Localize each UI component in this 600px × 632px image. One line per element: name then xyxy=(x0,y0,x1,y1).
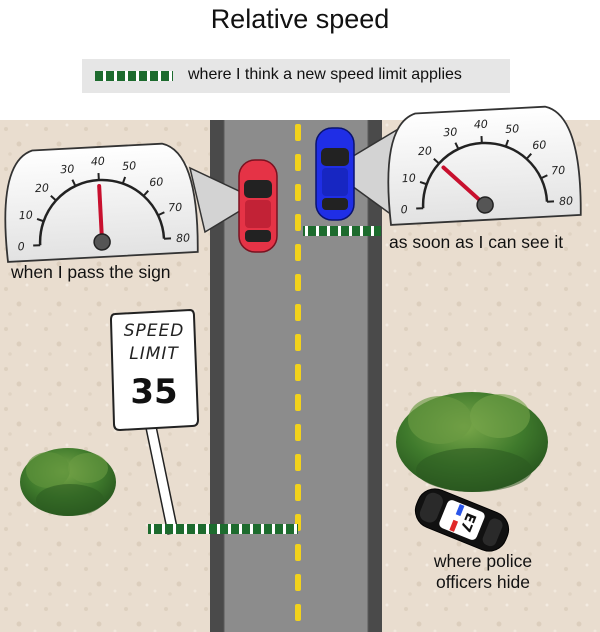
police-light-blue xyxy=(455,504,465,517)
label-police-line1: where police xyxy=(433,551,533,571)
speedometer-tick-label: 80 xyxy=(176,231,191,245)
center-line-dash xyxy=(295,574,301,591)
speedometer-bubble xyxy=(387,105,582,226)
center-line-dash xyxy=(295,154,301,171)
label-can-see: as soon as I can see it xyxy=(389,232,564,252)
speedometer-tick xyxy=(121,176,127,184)
speedometer-tick xyxy=(504,139,510,147)
sign-panel xyxy=(109,308,200,432)
speedometer-tick-label: 0 xyxy=(17,240,25,253)
blue-car xyxy=(315,127,355,221)
center-line-dash xyxy=(295,184,301,201)
speedometer-tick-label: 10 xyxy=(18,209,33,223)
police-light-red xyxy=(449,519,459,532)
marker-line-visible xyxy=(303,226,381,236)
police-car-number: E7 xyxy=(457,510,479,534)
sign-line-speed: SPEED xyxy=(124,321,185,341)
speedometer-needle xyxy=(441,165,488,207)
marker-line-sign xyxy=(148,524,298,534)
speedometer-dial-arc xyxy=(38,178,166,246)
speedometer-tick-label: 60 xyxy=(532,138,547,152)
speedometer-tick-label: 80 xyxy=(559,194,574,208)
red-car xyxy=(238,159,278,253)
center-line-dash xyxy=(295,334,301,351)
speedometer-tick-label: 70 xyxy=(168,201,183,215)
center-line-dash xyxy=(295,544,301,561)
speedometer-tick-label: 30 xyxy=(60,162,75,176)
sign-value: 35 xyxy=(130,372,177,412)
center-line xyxy=(295,124,301,621)
speed-limit-sign: SPEED LIMIT 35 xyxy=(109,308,200,535)
center-line-dash xyxy=(295,244,301,261)
bubble-pointer-left xyxy=(188,166,260,234)
center-line-dash xyxy=(295,304,301,321)
speedometer-tick xyxy=(142,189,150,197)
speedometer-tick-label: 50 xyxy=(122,159,137,173)
speedometer-tick-label: 10 xyxy=(401,172,416,186)
speedometer-tick xyxy=(525,152,533,160)
speedometer-tick xyxy=(454,142,460,150)
speedometer-tick-label: 40 xyxy=(91,155,106,169)
center-line-dash xyxy=(295,274,301,291)
speedometer-tick xyxy=(50,195,57,202)
speedometer-tick-label: 60 xyxy=(149,175,164,189)
label-pass-sign: when I pass the sign xyxy=(11,262,171,282)
bush-right xyxy=(396,392,548,492)
legend-marker-swatch xyxy=(95,71,173,81)
center-line-dash xyxy=(295,484,301,501)
sign-line-limit: LIMIT xyxy=(129,344,179,364)
speedometer-tick-label: 30 xyxy=(443,125,458,139)
speedometer-tick xyxy=(433,158,440,165)
speedometer-hub xyxy=(476,196,494,214)
center-line-dash xyxy=(295,424,301,441)
speedometer-tick xyxy=(71,179,77,187)
diagram-title: Relative speed xyxy=(210,4,390,34)
speedometer-hub xyxy=(93,233,111,251)
center-line-dash xyxy=(295,364,301,381)
center-line-dash xyxy=(295,214,301,231)
speedometer-tick xyxy=(419,180,427,186)
speedometer-tick-label: 70 xyxy=(551,164,566,178)
speedometer-tick-label: 20 xyxy=(35,181,50,195)
speedometer-tick xyxy=(157,211,165,217)
road-shoulder-left xyxy=(210,120,224,632)
road-shoulder-right xyxy=(368,120,382,632)
speedometer-tick-label: 50 xyxy=(505,122,520,136)
speedometer-tick xyxy=(540,174,548,180)
center-line-dash xyxy=(295,604,301,621)
speedometer-tick-label: 20 xyxy=(418,144,433,158)
center-line-dash xyxy=(295,394,301,411)
center-line-dash xyxy=(295,124,301,141)
speedometer-tick xyxy=(36,217,44,223)
legend: where I think a new speed limit applies xyxy=(82,59,510,93)
speedometer-tick-label: 40 xyxy=(474,118,489,132)
center-line-dash xyxy=(295,454,301,471)
speedometer-tick-label: 0 xyxy=(400,203,408,216)
bush-left xyxy=(20,448,116,516)
speedometer-needle xyxy=(97,184,105,244)
label-police: where police officers hide xyxy=(408,551,558,593)
police-car: E7 xyxy=(414,488,510,552)
label-police-line2: officers hide xyxy=(435,572,531,592)
legend-text: where I think a new speed limit applies xyxy=(188,66,462,83)
